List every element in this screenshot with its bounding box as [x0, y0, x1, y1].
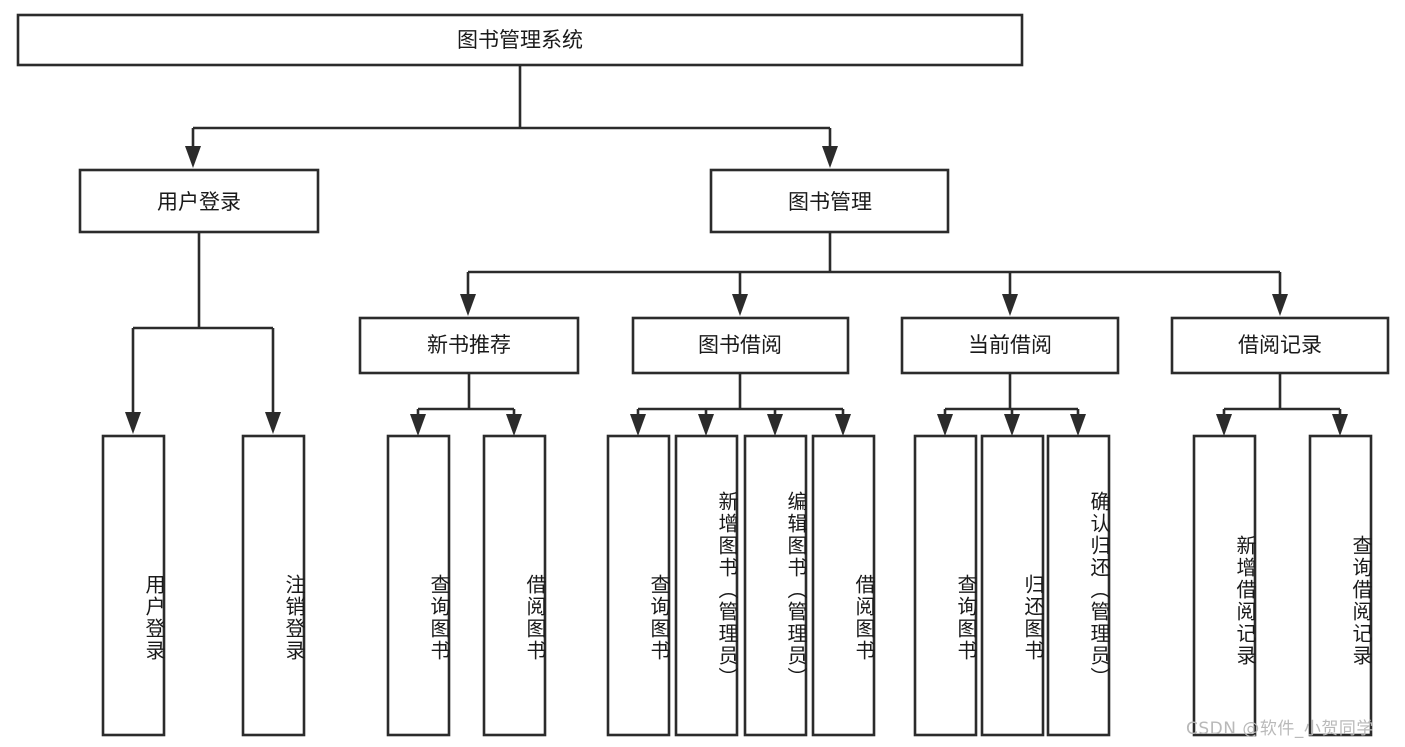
leaf-box-confirm-return-admin[interactable] — [1046, 434, 1111, 737]
node-new-book-recommend[interactable]: 新书推荐 — [358, 316, 580, 375]
arrow-head-icon — [698, 414, 714, 436]
arrow-head-icon — [506, 414, 522, 436]
arrow-head-icon — [835, 414, 851, 436]
connector-book-management-to-level3 — [460, 232, 1288, 316]
node-user-login-label: 用户登录 — [157, 190, 241, 214]
arrow-head-icon — [630, 414, 646, 436]
arrow-head-icon — [1272, 294, 1288, 316]
leaf-box-return-books[interactable] — [980, 434, 1045, 737]
node-book-borrow[interactable]: 图书借阅 — [631, 316, 850, 375]
arrow-head-icon — [1332, 414, 1348, 436]
node-borrow-record[interactable]: 借阅记录 — [1170, 316, 1390, 375]
node-new-book-recommend-label: 新书推荐 — [427, 333, 511, 357]
node-user-login-box[interactable] — [78, 168, 320, 234]
leaf-box-query-books-recommend[interactable] — [386, 434, 451, 737]
node-borrow-record-label: 借阅记录 — [1238, 333, 1322, 357]
leaf-box-borrow-books-recommend[interactable] — [482, 434, 547, 737]
node-user-login[interactable]: 用户登录 — [78, 168, 320, 234]
node-current-borrow-box[interactable] — [900, 316, 1120, 375]
leaf-box-borrow-books[interactable] — [811, 434, 876, 737]
node-book-borrow-label: 图书借阅 — [698, 333, 782, 357]
node-root[interactable]: 图书管理系统 — [16, 13, 1024, 67]
node-current-borrow-label: 当前借阅 — [968, 333, 1052, 357]
leaf-box-edit-book-admin[interactable] — [743, 434, 808, 737]
arrow-head-icon — [1070, 414, 1086, 436]
leaf-box-logout[interactable] — [241, 434, 306, 737]
connector-borrow-record-to-leaves — [1216, 373, 1348, 436]
leaf-box-query-books-current[interactable] — [913, 434, 978, 737]
arrow-head-icon — [265, 412, 281, 434]
leaf-box-query-books-borrow[interactable] — [606, 434, 671, 737]
leaf-box-add-borrow-record[interactable] — [1192, 434, 1257, 737]
arrow-head-icon — [822, 146, 838, 168]
arrow-head-icon — [937, 414, 953, 436]
arrow-head-icon — [767, 414, 783, 436]
leaf-box-user-login[interactable] — [101, 434, 166, 737]
leaf-box-query-borrow-record[interactable] — [1308, 434, 1373, 737]
arrow-head-icon — [185, 146, 201, 168]
arrow-head-icon — [460, 294, 476, 316]
arrow-head-icon — [1002, 294, 1018, 316]
node-root-box[interactable] — [16, 13, 1024, 67]
arrow-head-icon — [125, 412, 141, 434]
arrow-head-icon — [1216, 414, 1232, 436]
arrow-head-icon — [410, 414, 426, 436]
connector-book-borrow-to-leaves — [630, 373, 851, 436]
arrow-head-icon — [1004, 414, 1020, 436]
connector-root-to-level2 — [185, 65, 838, 168]
connector-new-book-recommend-to-leaves — [410, 373, 522, 436]
leaf-box-add-book-admin[interactable] — [674, 434, 739, 737]
watermark-text: CSDN @软件_小贺同学 — [1186, 719, 1374, 739]
node-book-management[interactable]: 图书管理 — [709, 168, 950, 234]
node-book-management-label: 图书管理 — [788, 190, 872, 214]
arrow-head-icon — [732, 294, 748, 316]
node-current-borrow[interactable]: 当前借阅 — [900, 316, 1120, 375]
connector-user-login-to-leaves — [125, 232, 281, 434]
node-new-book-recommend-box[interactable] — [358, 316, 580, 375]
connector-current-borrow-to-leaves — [937, 373, 1086, 436]
node-root-label: 图书管理系统 — [457, 28, 583, 52]
